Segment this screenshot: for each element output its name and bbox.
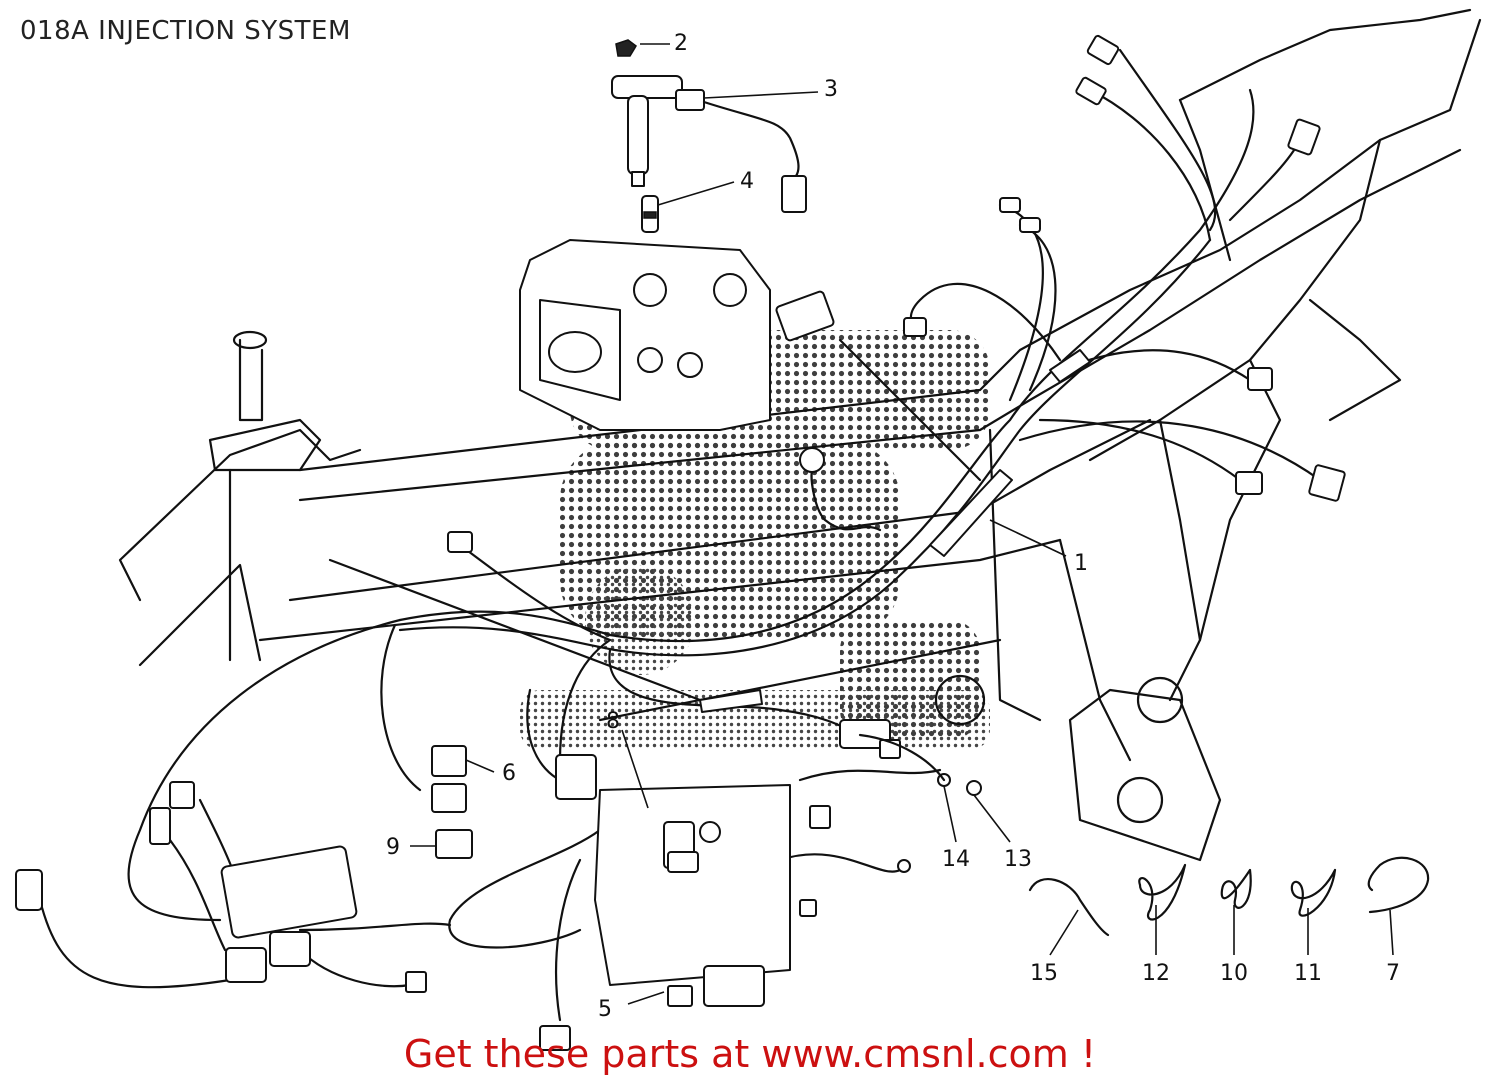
callout-8: 8: [606, 709, 620, 734]
callout-14: 14: [942, 847, 970, 872]
callout-12: 12: [1142, 961, 1170, 986]
ecu-plate: [594, 784, 791, 1007]
callout-1: 1: [1074, 551, 1088, 576]
callout-13: 13: [1004, 847, 1032, 872]
callout-3: 3: [824, 77, 838, 102]
cylinder-head: [519, 239, 771, 431]
callout-10: 10: [1220, 961, 1248, 986]
callout-5: 5: [598, 997, 612, 1022]
callout-15: 15: [1030, 961, 1058, 986]
spark-plug: [641, 195, 659, 233]
callout-9: 9: [386, 835, 400, 860]
relays: [431, 745, 473, 859]
callout-leaders: [410, 43, 1394, 1005]
page-title: 018A INJECTION SYSTEM: [20, 16, 351, 46]
cable-clamps: [1028, 856, 1430, 937]
connectors: [15, 34, 1346, 1051]
callout-labels: 2 3 4 1 6 8 9 14 13 5 15 12 10 11 7: [386, 31, 1400, 1022]
callout-4: 4: [740, 169, 754, 194]
callout-6: 6: [502, 761, 516, 786]
footer-link[interactable]: Get these parts at www.cmsnl.com !: [403, 1032, 1097, 1076]
ignition-coil: [611, 39, 807, 213]
trellis-frame: [118, 8, 1482, 862]
callout-7: 7: [1386, 961, 1400, 986]
callout-2: 2: [674, 31, 688, 56]
callout-11: 11: [1294, 961, 1322, 986]
